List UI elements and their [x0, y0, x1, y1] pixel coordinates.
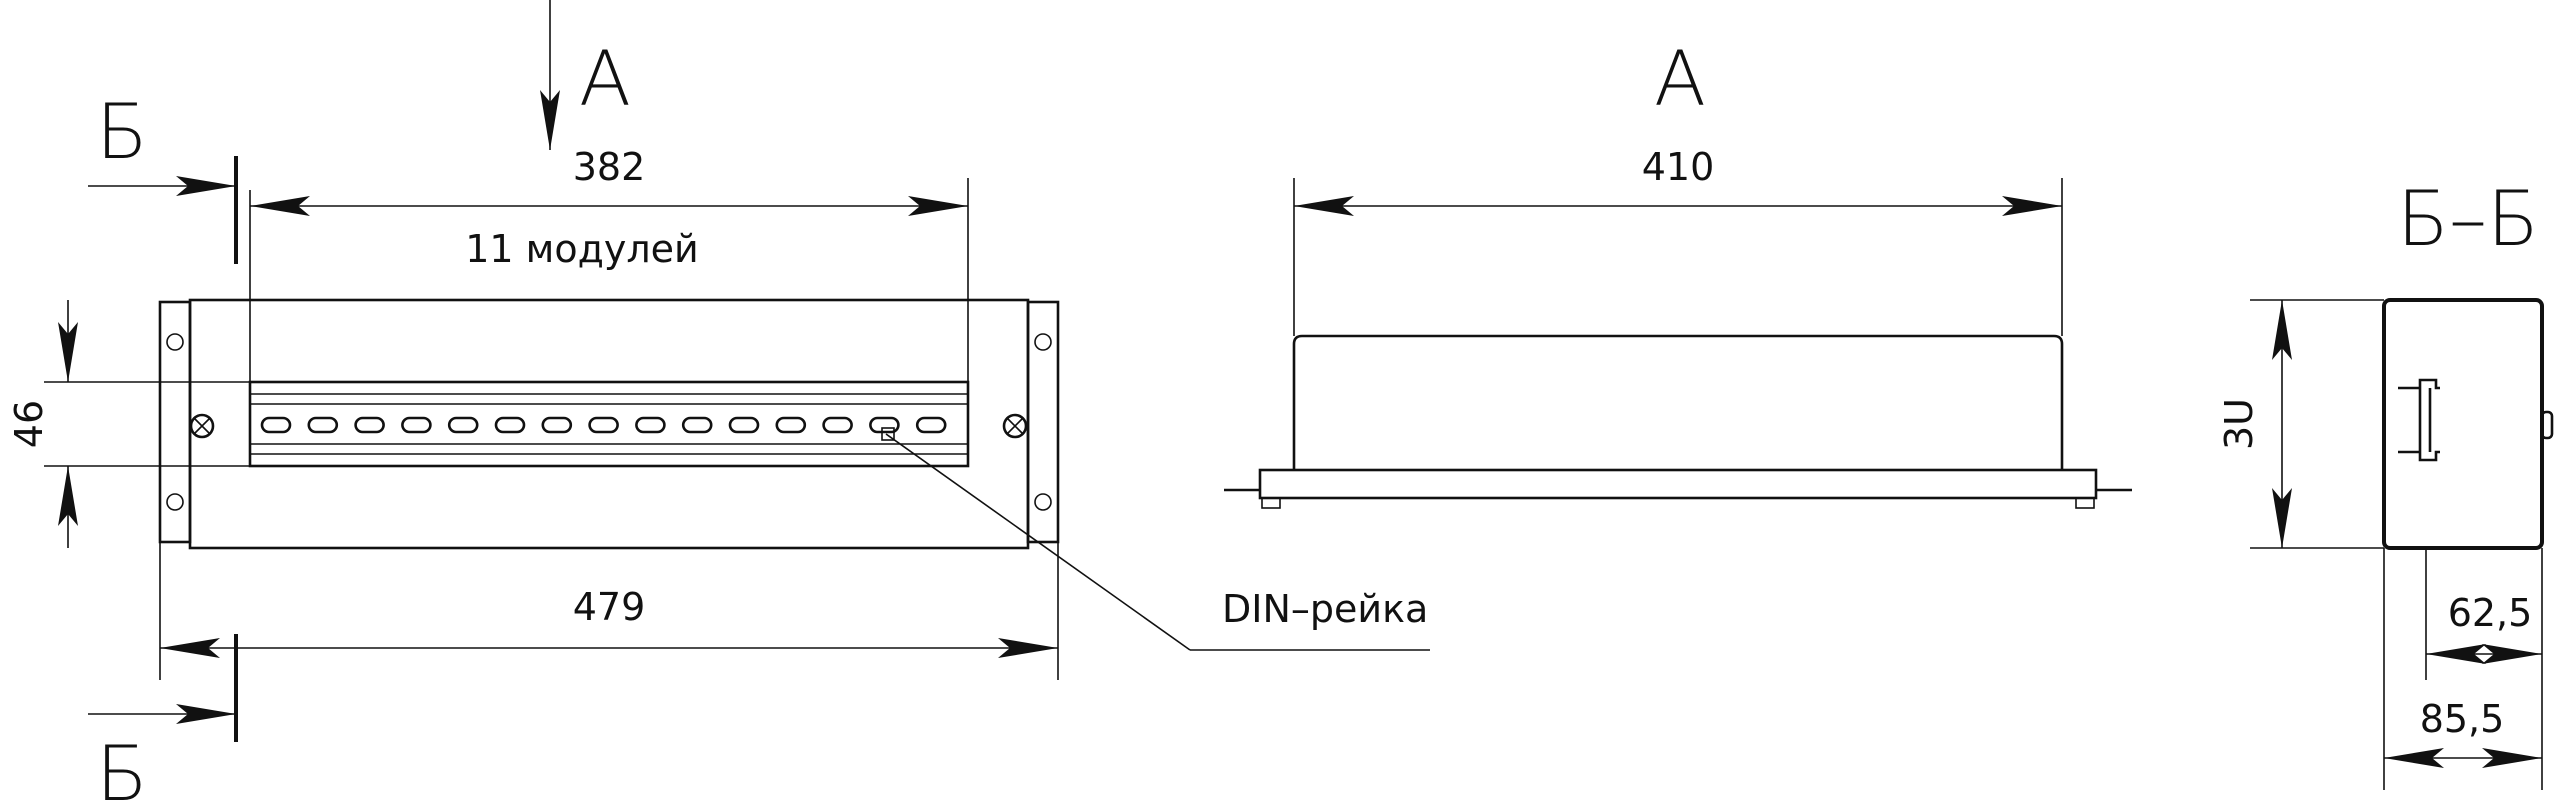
rail-slot [869, 416, 900, 434]
dim-rail-length: 382 [573, 145, 646, 189]
top-view-panel [1258, 468, 2098, 500]
din-rail [248, 380, 970, 468]
right-mounting-ear [1026, 300, 1060, 544]
rail-slot [915, 416, 947, 434]
section-title: Б–Б [2397, 174, 2539, 263]
dim-modules: 11 модулей [465, 227, 698, 271]
front-dimensions: 382 11 модулей 46 479 [7, 145, 1059, 680]
rail-slot [447, 416, 479, 434]
dim-panel-width: 479 [573, 585, 646, 629]
section-body [2382, 298, 2544, 550]
rail-slot [588, 416, 619, 434]
dim-inner-depth: 62,5 [2448, 591, 2533, 635]
section-label-bottom: Б [96, 729, 148, 802]
view-a-title: А [1654, 34, 1706, 123]
screw-icon [1002, 413, 1028, 439]
dim-rail-height: 46 [7, 400, 51, 448]
section-view: Б–Б 3U 62,5 85,5 [2217, 174, 2554, 790]
rail-slot [681, 416, 713, 434]
view-a-indicator: А [540, 0, 631, 150]
dim-height-units: 3U [2217, 398, 2261, 450]
rail-slot [635, 416, 666, 434]
rail-slot [401, 416, 432, 434]
top-view: А 410 [1224, 34, 2132, 509]
front-view [158, 298, 1060, 550]
rail-slot [541, 416, 573, 434]
screw-icon [189, 413, 215, 439]
din-callout: DIN–рейка [885, 433, 1430, 651]
view-a-arrow-label: А [579, 34, 631, 123]
rail-slot [494, 416, 526, 434]
callout-din-label: DIN–рейка [1222, 587, 1428, 631]
rail-slot [307, 416, 339, 434]
dim-depth-length: 410 [1642, 145, 1715, 189]
top-view-body [1292, 334, 2064, 470]
rail-slot [260, 416, 292, 434]
rail-slot [822, 416, 853, 434]
left-mounting-ear [158, 300, 192, 544]
rail-slot [354, 416, 385, 434]
dim-outer-depth: 85,5 [2420, 697, 2505, 741]
section-b-marks: Б Б [88, 87, 238, 802]
rail-slot [775, 416, 807, 434]
rail-slot [728, 416, 760, 434]
front-panel [188, 298, 1030, 550]
section-label-top: Б [96, 87, 148, 176]
